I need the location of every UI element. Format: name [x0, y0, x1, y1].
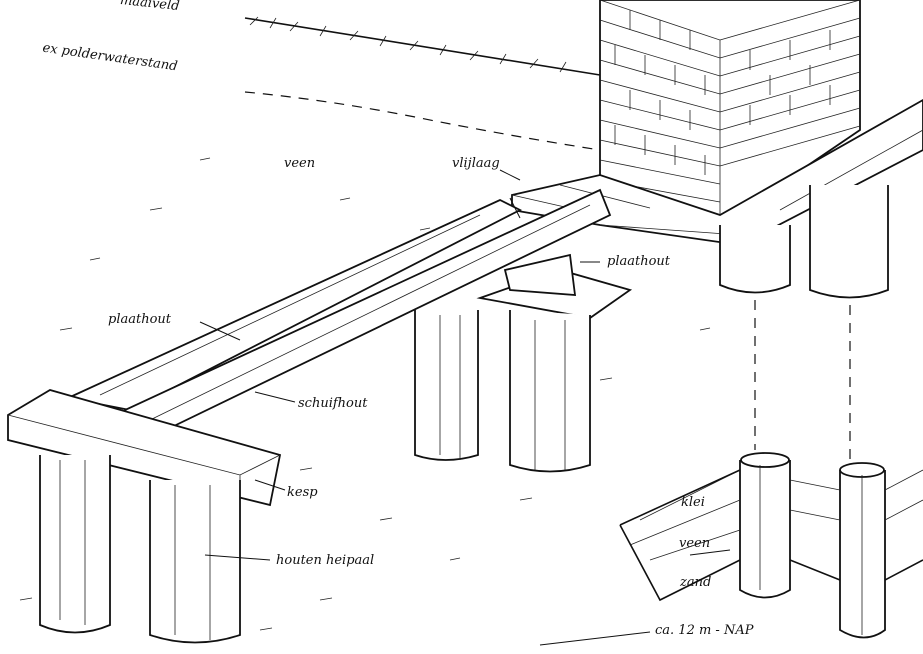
- label-vlijlaag: vlijlaag: [452, 156, 500, 171]
- label-veen-top: veen: [284, 156, 316, 171]
- pile-extension-lines: [754, 300, 851, 460]
- label-klei: klei: [681, 495, 705, 510]
- kesp-left: [7, 389, 282, 507]
- ground-level-line: [244, 16, 601, 76]
- soil-section: [619, 469, 923, 602]
- water-level-line: [244, 91, 601, 151]
- label-kesp: kesp: [287, 485, 318, 500]
- label-depth: ca. 12 m - NAP: [655, 623, 754, 638]
- leader-lines: [199, 169, 731, 646]
- label-zand: zand: [680, 575, 712, 590]
- wooden-piles: [39, 185, 889, 644]
- label-schuifhout: schuifhout: [298, 396, 368, 411]
- label-plaathout-left: plaathout: [108, 312, 172, 327]
- label-heipaal: houten heipaal: [276, 553, 375, 568]
- label-veen-bottom: veen: [679, 536, 711, 551]
- label-plaathout-right: plaathout: [607, 254, 671, 269]
- vlijlaag-bricks: [511, 98, 923, 246]
